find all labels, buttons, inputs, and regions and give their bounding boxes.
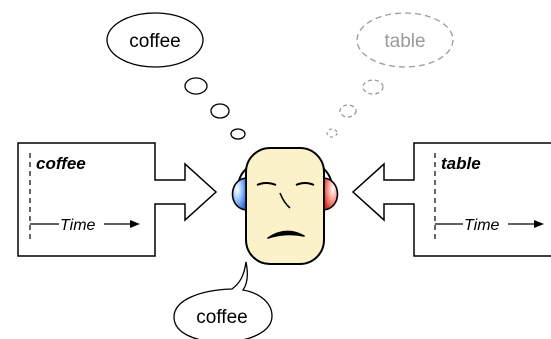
nose bbox=[279, 192, 291, 209]
left-time-label: Time bbox=[60, 217, 96, 234]
left-eye bbox=[256, 182, 277, 186]
right-ear-signal: table Time bbox=[351, 142, 551, 257]
time-arrowhead bbox=[130, 220, 140, 228]
thought-bubble-left: coffee bbox=[106, 12, 246, 140]
thought-dot bbox=[326, 128, 338, 138]
right-eye bbox=[295, 182, 315, 186]
thought-dot bbox=[339, 104, 357, 118]
thought-dot bbox=[230, 128, 246, 140]
face bbox=[245, 147, 325, 265]
thought-dot bbox=[362, 79, 384, 95]
time-arrowhead bbox=[534, 220, 544, 228]
left-ear-signal: coffee Time bbox=[17, 142, 218, 257]
right-panel-word: table bbox=[441, 154, 481, 173]
thought-bubble-right-text: table bbox=[384, 31, 425, 52]
right-time-label: Time bbox=[464, 217, 500, 234]
thought-dot bbox=[184, 77, 208, 95]
left-earphone bbox=[231, 177, 247, 211]
speech-bubble: coffee bbox=[173, 261, 273, 339]
thought-bubble-left-text: coffee bbox=[129, 31, 180, 52]
thought-dot bbox=[210, 103, 230, 119]
speech-bubble-text: coffee bbox=[196, 307, 247, 328]
right-earphone bbox=[323, 177, 339, 211]
mouth bbox=[267, 230, 305, 239]
thought-bubble-right: table bbox=[326, 12, 454, 138]
listener-head bbox=[231, 147, 339, 265]
left-panel-word: coffee bbox=[36, 154, 86, 173]
